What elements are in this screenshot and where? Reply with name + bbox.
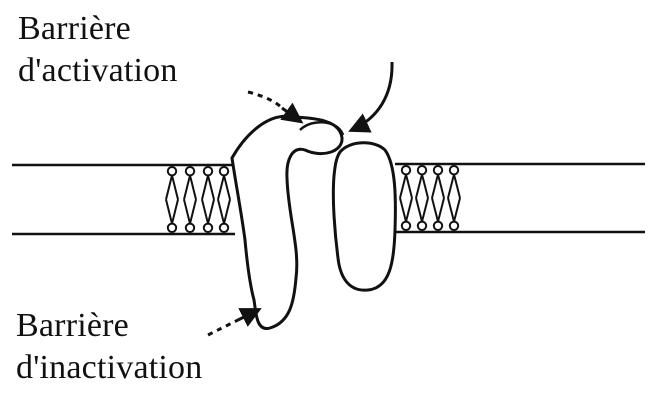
lipid-head [418,222,426,230]
lipid-head [450,222,458,230]
lipid-head [220,224,228,232]
lipid-tail [422,198,428,222]
lipid-tail [224,175,230,199]
channel-protein-left [232,116,342,328]
lipid-tail [422,174,428,198]
lipid-tail [432,198,438,222]
lipid-tail [166,200,172,224]
lipid-head [186,224,194,232]
lipid-tail [406,198,412,222]
lipid-tail [448,198,454,222]
activation-label-line2: d'activation [18,50,178,92]
activation-gate-label: Barrière d'activation [18,8,178,92]
lipid-tail [172,200,178,224]
lipid-head [186,167,194,175]
lipid-tail [202,175,208,199]
lipid-tail [400,198,406,222]
inactivation-gate-label: Barrière d'inactivation [16,305,202,389]
channel-protein-right [333,143,395,290]
lipid-head [402,166,410,174]
activation-leader-dashed [248,92,282,108]
lipid-head [434,166,442,174]
lipid-tail [166,175,172,199]
lipid-head [220,167,228,175]
lipid-head [450,166,458,174]
lipid-tail [400,174,406,198]
activation-label-line1: Barrière [18,8,178,50]
top-right-arrow [352,62,392,130]
lipid-tail [432,174,438,198]
lipid-tail [448,174,454,198]
lipid-head [402,222,410,230]
lipid-tail [218,200,224,224]
lipid-tail [172,175,178,199]
lipid-tail [224,200,230,224]
lipid-tail [406,174,412,198]
lipid-head [168,224,176,232]
lipid-bilayer-left [166,167,230,232]
lipid-tail [202,200,208,224]
lipid-tail [218,175,224,199]
lipid-tail [416,174,422,198]
lipid-head [434,222,442,230]
lipid-head [204,167,212,175]
lipid-tail [190,200,196,224]
inactivation-leader-dashed [208,320,238,335]
lipid-head [204,224,212,232]
lipid-tail [184,175,190,199]
lipid-tail [454,174,460,198]
membrane [12,164,645,234]
lipid-tail [208,175,214,199]
lipid-tail [454,198,460,222]
inactivation-label-line2: d'inactivation [16,347,202,389]
lipid-bilayer-right [400,166,460,230]
lipid-tail [438,174,444,198]
lipid-tail [438,198,444,222]
lipid-tail [190,175,196,199]
lipid-tail [416,198,422,222]
lipid-head [418,166,426,174]
inactivation-label-line1: Barrière [16,305,202,347]
lipid-tail [208,200,214,224]
lipid-tail [184,200,190,224]
lipid-head [168,167,176,175]
